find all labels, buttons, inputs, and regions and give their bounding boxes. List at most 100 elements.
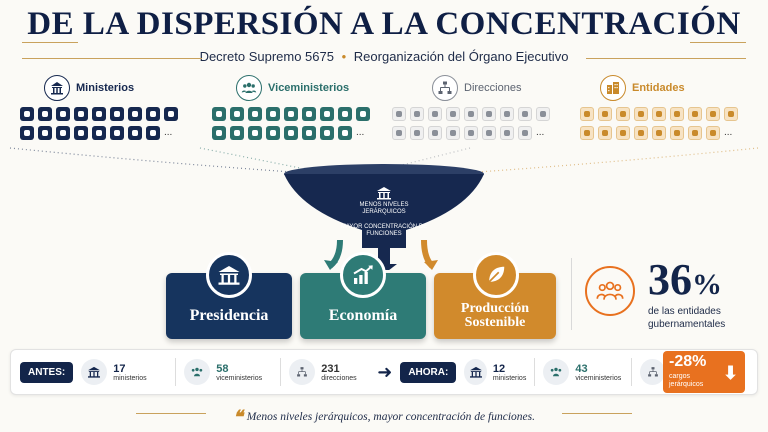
title-rule-left [22,42,78,43]
stat-separator [175,358,177,386]
entity-tile-icon [410,107,424,121]
quote-rule-left [136,413,206,414]
entity-tile-icon [724,107,738,121]
entity-tile-icon [410,126,424,140]
entity-tile-icon [128,126,142,140]
stat-label: ministerios [113,374,147,382]
category-direcciones: Direcciones [432,75,521,101]
stat-value: 12 [492,362,506,375]
category-label: Ministerios [76,82,135,94]
entity-tile-icon [580,126,594,140]
stat-separator [631,358,633,386]
category-label: Viceministerios [268,82,350,94]
entity-tile-icon [356,107,370,121]
quote: ❝Menos niveles jerárquicos, mayor concen… [0,407,768,428]
change-value: -28% [669,353,707,370]
flow-dots-right [389,147,759,173]
entity-tile-icon [518,126,532,140]
entity-tile-icon [38,126,52,140]
leaf-icon [473,252,519,298]
stat-label: ministerios [492,374,527,382]
people-group-icon [543,359,570,385]
entity-tile-icon [446,126,460,140]
funnel-body [284,174,484,248]
people-group-icon [236,75,262,101]
entity-tile-icon [302,107,316,121]
highlight-number: 36 [648,255,692,304]
category-entidades: Entidades [600,75,685,101]
entity-tile-icon [248,126,262,140]
entity-tile-icon [598,107,612,121]
title-rule-right [690,42,746,43]
highlight-divider [571,258,572,330]
entity-tile-icon [634,107,648,121]
government-building-icon [81,359,108,385]
subtitle-rule-right [586,58,746,59]
subtitle-reorganization: Reorganización del Órgano Ejecutivo [353,49,569,64]
entity-tile-icon [688,107,702,121]
box-label: Presidencia [189,307,269,324]
quote-mark-icon: ❝ [233,407,243,427]
entity-tile-icon [212,126,226,140]
funnel-illustration [9,147,759,270]
entity-tile-icon [146,107,160,121]
entity-tile-icon [518,107,532,121]
entity-tile-icon [20,126,34,140]
entity-tile-icon [146,126,160,140]
after-label: AHORA: [400,361,457,383]
org-chart-icon [432,75,458,101]
entity-tile-icon [110,126,124,140]
stat-separator [534,358,536,386]
entity-tile-icon [446,107,460,121]
buildings-icon [600,75,626,101]
entity-tile-icon [56,107,70,121]
entity-tile-icon [266,126,280,140]
entity-tile-icon [302,126,316,140]
stat-value: 58 [216,362,229,375]
subtitle-separator: • [341,49,347,64]
more-ellipsis: ... [164,127,173,138]
entidades-icon-grid: ... [580,107,738,140]
stat-value: 17 [113,362,126,375]
stat-value: 43 [575,362,588,375]
highlight-percent: % [692,268,722,301]
entity-tile-icon [464,126,478,140]
stat-label: direcciones [321,374,357,382]
entity-tile-icon [688,126,702,140]
entity-tile-icon [338,107,352,121]
entity-tile-icon [616,126,630,140]
org-chart-icon [640,359,665,385]
entity-tile-icon [248,107,262,121]
entity-tile-icon [598,126,612,140]
government-building-icon [464,359,487,385]
entity-tile-icon [266,107,280,121]
entity-tile-icon [634,126,648,140]
stat-label: viceministerios [575,374,622,382]
growth-chart-icon [340,252,386,298]
entity-tile-icon [230,126,244,140]
entity-tile-icon [536,107,550,121]
quote-text: Menos niveles jerárquicos, mayor concent… [246,411,535,423]
entity-tile-icon [284,107,298,121]
government-building-icon [206,252,252,298]
summary-bar [10,349,758,395]
flow-dots-left [9,147,301,173]
entity-tile-icon [74,126,88,140]
entity-tile-icon [392,126,406,140]
quote-rule-right [562,413,632,414]
change-badge: -28% cargos jerárquicos ⬇ [663,351,745,393]
entity-tile-icon [428,107,442,121]
entity-tile-icon [38,107,52,121]
funnel-building-icon [354,186,414,205]
highlight-value: 36% [648,254,722,305]
government-building-icon [44,75,70,101]
entity-tile-icon [230,107,244,121]
page-title: DE LA DISPERSIÓN A LA CONCENTRACIÓN [27,6,741,42]
funnel-text-levels: MENOS NIVELES JERÁRQUICOS [359,202,409,216]
